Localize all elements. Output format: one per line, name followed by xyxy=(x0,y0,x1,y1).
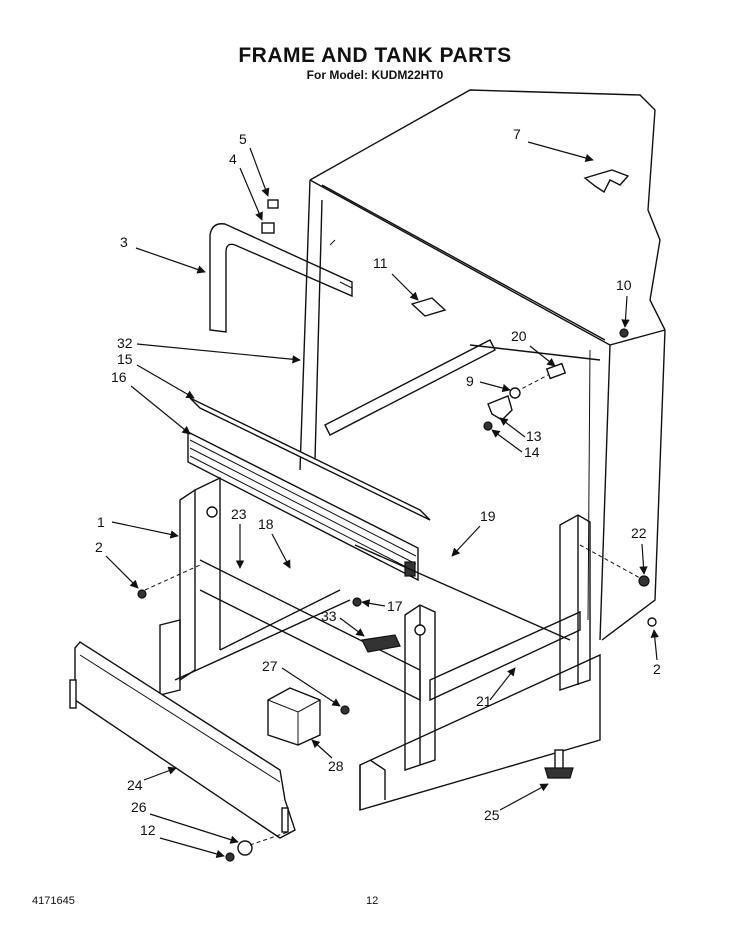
part-22-nut xyxy=(638,575,650,587)
callout-26: 26 xyxy=(131,799,147,815)
callouts: 5 4 3 7 11 10 20 9 13 14 32 15 1 xyxy=(95,126,661,858)
callout-19: 19 xyxy=(480,508,496,524)
callout-25: 25 xyxy=(484,807,500,823)
part-10-screw xyxy=(619,328,629,338)
callout-9: 9 xyxy=(466,373,474,389)
callout-21: 21 xyxy=(476,693,492,709)
part-5-screw xyxy=(267,199,279,209)
callout-13: 13 xyxy=(526,428,542,444)
part-7-clip xyxy=(583,169,630,194)
rear-right-upright xyxy=(559,514,591,691)
callout-4: 4 xyxy=(229,151,237,167)
part-33-block xyxy=(361,634,401,653)
callout-2-right: 2 xyxy=(653,661,661,677)
callout-7: 7 xyxy=(513,126,521,142)
part-24-toe-panel xyxy=(69,641,296,839)
callout-1: 1 xyxy=(97,514,105,530)
callout-10: 10 xyxy=(616,277,632,293)
assembly-line-2 xyxy=(144,564,201,591)
callout-17: 17 xyxy=(387,598,403,614)
callout-32: 32 xyxy=(117,335,133,351)
callout-2-left: 2 xyxy=(95,539,103,555)
page-number: 12 xyxy=(366,895,379,907)
callout-14: 14 xyxy=(524,444,540,460)
part-4-clip xyxy=(261,222,275,234)
doc-number: 4171645 xyxy=(32,895,75,907)
callout-12: 12 xyxy=(140,822,156,838)
callout-15: 15 xyxy=(117,351,133,367)
base-pan xyxy=(359,653,601,811)
callout-28: 28 xyxy=(328,758,344,774)
callout-23: 23 xyxy=(231,506,247,522)
callout-18: 18 xyxy=(258,516,274,532)
part-2-screw-right xyxy=(647,617,657,627)
callout-22: 22 xyxy=(631,525,647,541)
part-27-screw xyxy=(340,705,350,715)
hinge-assembly xyxy=(483,362,567,431)
part-17-screw xyxy=(352,597,362,607)
callout-24: 24 xyxy=(127,777,143,793)
callout-33: 33 xyxy=(321,608,337,624)
part-3-tube xyxy=(209,223,353,333)
callout-11: 11 xyxy=(373,255,388,271)
callout-16: 16 xyxy=(111,369,127,385)
model-subtitle: For Model: KUDM22HT0 xyxy=(306,68,444,82)
callout-20: 20 xyxy=(511,328,527,344)
callout-27: 27 xyxy=(262,658,278,674)
part-15-16-rails xyxy=(187,397,431,582)
part-11-bracket xyxy=(410,297,447,317)
callout-3: 3 xyxy=(120,234,128,250)
assembly-line-22 xyxy=(579,544,641,579)
part-25-leveling-leg xyxy=(544,749,574,779)
tank-inner-rail xyxy=(324,339,601,436)
part-2-screw-left xyxy=(137,589,147,599)
part-21-crossmember xyxy=(429,610,581,702)
part-28-box xyxy=(267,687,321,746)
part-26-grommet xyxy=(237,840,253,856)
tank-body xyxy=(299,89,666,641)
part-19-crossmember xyxy=(354,544,571,641)
part-12-screw xyxy=(225,852,235,862)
page-title: FRAME AND TANK PARTS xyxy=(238,44,512,67)
callout-5: 5 xyxy=(239,131,247,147)
